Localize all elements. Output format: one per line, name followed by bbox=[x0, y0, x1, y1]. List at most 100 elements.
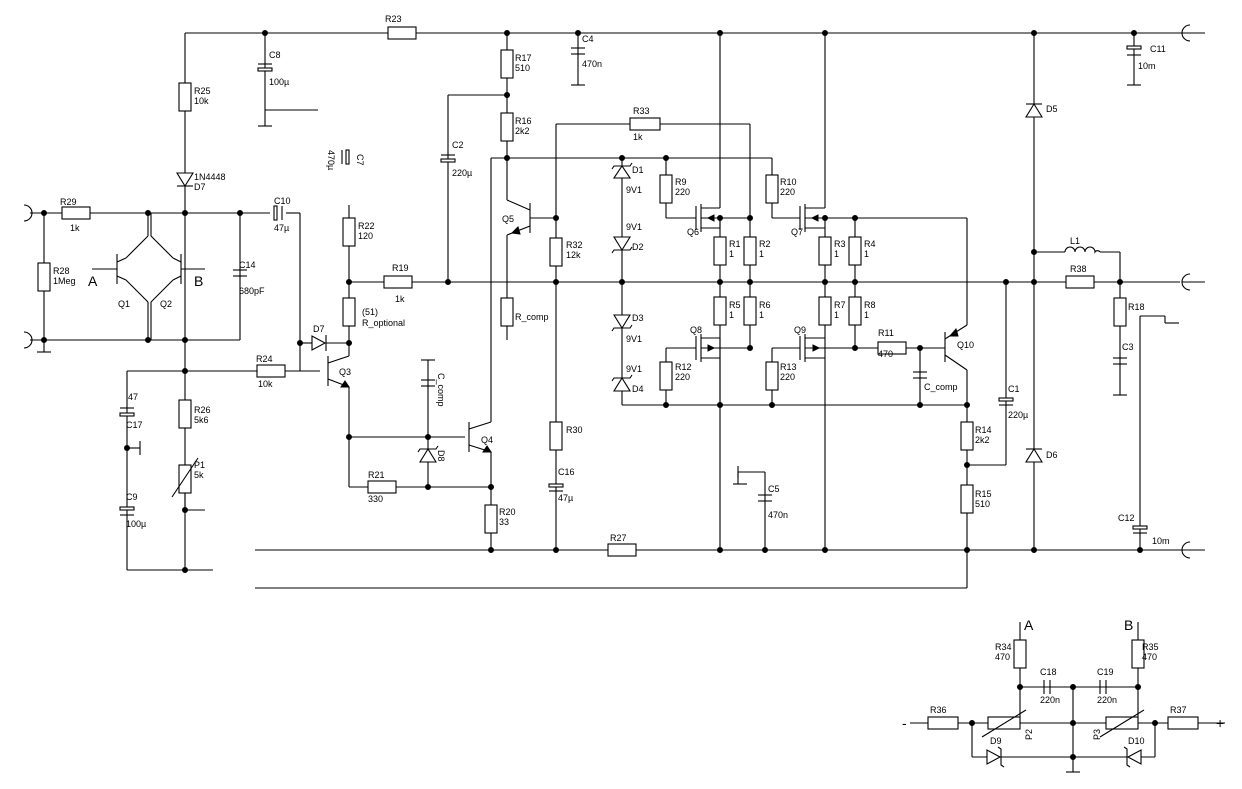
resistor-r6 bbox=[743, 296, 757, 326]
label: D2 bbox=[632, 242, 644, 252]
label: R22 bbox=[358, 221, 375, 231]
resistor-r4 bbox=[848, 236, 862, 266]
label: 1 bbox=[729, 249, 734, 259]
resistor-r17 bbox=[500, 49, 514, 79]
label: 100µ bbox=[269, 77, 289, 87]
resistor-r22 bbox=[342, 217, 356, 247]
label: 1k bbox=[70, 223, 80, 233]
capacitor-c19 bbox=[1099, 680, 1107, 694]
inductor-l1 bbox=[1064, 246, 1101, 254]
resistor-r36 bbox=[927, 716, 959, 730]
transistor-q3 bbox=[327, 355, 350, 388]
label: C_comp bbox=[924, 382, 958, 392]
label: C16 bbox=[558, 467, 575, 477]
label: Q5 bbox=[502, 214, 514, 224]
label: C12 bbox=[1118, 513, 1135, 523]
mosfet-q7 bbox=[799, 195, 826, 232]
label: R18 bbox=[1128, 302, 1145, 312]
capacitor-c3 bbox=[1113, 357, 1127, 365]
label: C14 bbox=[239, 260, 256, 270]
label: R36 bbox=[930, 705, 947, 715]
label: 470n bbox=[582, 59, 602, 69]
label: P3 bbox=[1092, 729, 1102, 740]
label: D4 bbox=[632, 384, 644, 394]
label: D3 bbox=[632, 313, 644, 323]
label: R12 bbox=[675, 362, 692, 372]
label: 220µ bbox=[1008, 410, 1028, 420]
label: R13 bbox=[780, 362, 797, 372]
label: R17 bbox=[515, 53, 532, 63]
mosfet-q6 bbox=[695, 195, 721, 232]
label: R30 bbox=[566, 425, 583, 435]
label: 470 bbox=[878, 349, 893, 359]
label: 5k6 bbox=[194, 415, 209, 425]
capacitor-c5 bbox=[758, 494, 772, 502]
label: 1 bbox=[864, 310, 869, 320]
diode-d1 bbox=[611, 162, 633, 179]
label: 47µ bbox=[558, 493, 573, 503]
label: B bbox=[194, 273, 203, 289]
label: R4 bbox=[864, 239, 876, 249]
label: P2 bbox=[1024, 729, 1034, 740]
label: C4 bbox=[582, 34, 594, 44]
label: A bbox=[88, 273, 98, 289]
label: D5 bbox=[1046, 104, 1058, 114]
resistor-r2 bbox=[743, 236, 757, 266]
label: 12k bbox=[566, 250, 581, 260]
label: Q7 bbox=[791, 227, 803, 237]
label: 510 bbox=[515, 63, 530, 73]
label: R5 bbox=[729, 300, 741, 310]
label: L1 bbox=[1070, 236, 1080, 246]
transistor-q2 bbox=[172, 254, 182, 284]
capacitor-c8 bbox=[257, 63, 273, 72]
label: R_comp bbox=[515, 312, 549, 322]
transistor-q1 bbox=[116, 254, 127, 284]
resistor-r29 bbox=[61, 206, 91, 220]
resistor-r23 bbox=[387, 26, 417, 40]
label: C3 bbox=[1122, 342, 1134, 352]
capacitor-ccomp1 bbox=[421, 379, 435, 387]
label: R26 bbox=[194, 405, 211, 415]
label: + bbox=[1216, 715, 1224, 731]
diode-d8 bbox=[417, 445, 439, 463]
diode-d5 bbox=[1025, 102, 1043, 118]
resistor-rcomp bbox=[500, 297, 514, 327]
label: 47 bbox=[128, 392, 138, 402]
label: R38 bbox=[1070, 264, 1087, 274]
resistor-r25 bbox=[178, 82, 192, 112]
label: A bbox=[1024, 617, 1034, 633]
label: R35 bbox=[1142, 642, 1159, 652]
label: 9V1 bbox=[626, 185, 642, 195]
resistor-r27 bbox=[607, 543, 637, 557]
capacitor-c11 bbox=[1126, 45, 1142, 56]
label: R34 bbox=[995, 642, 1012, 652]
label: 1 bbox=[834, 310, 839, 320]
label: 470 bbox=[995, 652, 1010, 662]
capacitor-c1 bbox=[998, 397, 1014, 406]
label: D7 bbox=[313, 324, 325, 334]
resistor-r38 bbox=[1065, 275, 1095, 289]
label: R2 bbox=[759, 239, 771, 249]
label: C8 bbox=[269, 50, 281, 60]
resistor-r11 bbox=[877, 341, 907, 355]
label: 10m bbox=[1138, 61, 1156, 71]
resistor-r3 bbox=[818, 236, 832, 266]
resistor-r14 bbox=[960, 421, 974, 451]
resistor-r12 bbox=[659, 361, 673, 391]
resistor-r24 bbox=[256, 364, 286, 378]
label: D9 bbox=[990, 736, 1002, 746]
label: 1 bbox=[759, 310, 764, 320]
input-jack-bottom bbox=[23, 331, 33, 349]
label: Q4 bbox=[481, 435, 493, 445]
label: Q1 bbox=[118, 299, 130, 309]
diode-d7-top bbox=[176, 172, 194, 188]
capacitor-c14 bbox=[233, 269, 247, 277]
label: R32 bbox=[566, 240, 583, 250]
label: 33 bbox=[499, 517, 509, 527]
resistor-r5 bbox=[713, 296, 727, 326]
capacitor-c17 bbox=[119, 407, 135, 417]
label: R8 bbox=[864, 300, 876, 310]
label: C17 bbox=[126, 420, 143, 430]
capacitor-c16 bbox=[548, 483, 564, 492]
